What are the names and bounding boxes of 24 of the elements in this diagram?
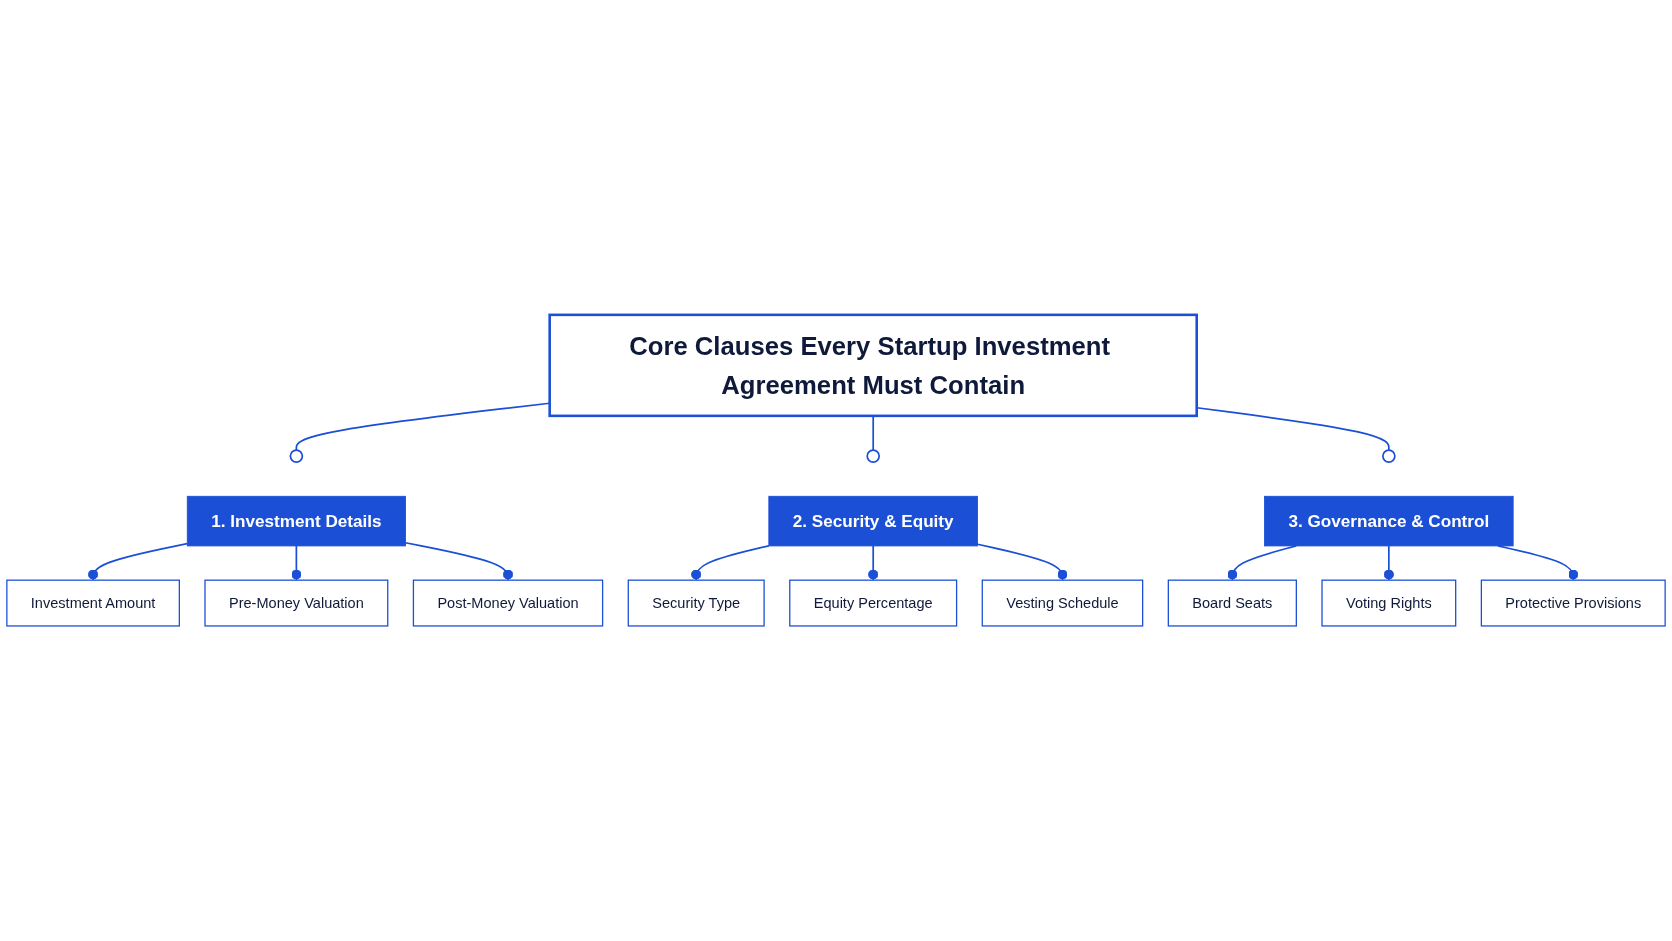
node-box: 3. Governance & Control	[1264, 495, 1514, 547]
node-circle	[289, 449, 304, 463]
node-box: Core Clauses Every Startup Investment Agreement Must Contain	[548, 313, 1198, 418]
connector	[291, 545, 302, 582]
node-box: 2. Security & Equity	[768, 495, 978, 547]
connector	[976, 543, 1068, 582]
node-box: Vesting Schedule	[981, 579, 1144, 627]
node-box: Pre-Money Valuation	[204, 579, 389, 627]
connector	[404, 541, 514, 582]
node-box: Security Type	[627, 579, 765, 627]
node-circle	[1382, 449, 1396, 463]
connector	[691, 545, 770, 582]
connector	[1383, 545, 1395, 582]
node-circle	[866, 449, 881, 463]
connector	[868, 545, 879, 582]
node-box: Equity Percentage	[789, 579, 958, 627]
connector	[872, 415, 875, 452]
node-box: 1. Investment Details	[186, 495, 406, 547]
node-box: Board Seats	[1167, 579, 1297, 627]
node-box: Investment Amount	[6, 579, 180, 627]
node-box: Protective Provisions	[1480, 579, 1666, 627]
connector	[87, 542, 189, 582]
node-box: Voting Rights	[1321, 579, 1457, 627]
node-box: Post-Money Valuation	[412, 579, 604, 627]
